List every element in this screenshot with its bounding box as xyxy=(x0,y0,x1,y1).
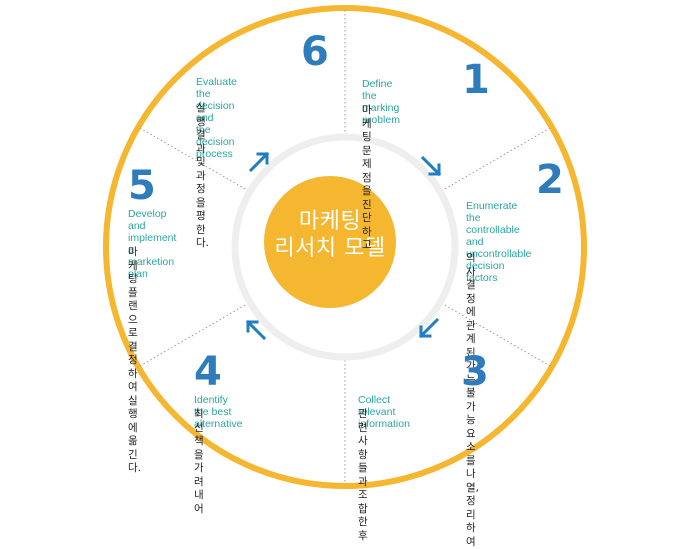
step-2-number: 2 xyxy=(536,157,564,203)
step-4-number: 4 xyxy=(194,349,222,395)
step-6-korean: 실행 결과 및 과정을 평한다. xyxy=(196,102,209,249)
center-title: 마케팅 리서치 모델 xyxy=(274,209,386,261)
step-1-number: 1 xyxy=(462,57,490,103)
cycle-diagram xyxy=(103,5,587,489)
step-4-english: Identify the best alternative xyxy=(194,394,243,430)
step-1-english: Define the marking problem xyxy=(362,78,400,126)
step-5-number: 5 xyxy=(128,163,156,209)
cycle-arrows xyxy=(245,151,442,341)
arrow-icon-2-to-3 xyxy=(418,317,440,339)
step-5-korean: 마케팅 플랜으로 결정하여 실행에 옮긴다. xyxy=(128,246,141,474)
step-3-korean: 관련 사항들과 조합한 후 xyxy=(358,408,368,542)
step-1-korean: 마케팅 문제점을 진단하고 xyxy=(362,104,372,251)
step-6-number: 6 xyxy=(301,29,329,75)
step-2-english: Enumerate the controllable and uncontrol… xyxy=(466,200,532,284)
center-circle xyxy=(264,176,396,308)
step-5-english: Develop and implement a marketion plan xyxy=(128,208,177,280)
spokes xyxy=(139,10,551,484)
step-2-korean: 의사결정에 관계된 가능, 불가능 요소를 나열, 정리하여 xyxy=(466,252,479,548)
arrow-icon-3-to-4 xyxy=(245,319,267,341)
arrow-icon-5-to-6 xyxy=(248,151,270,173)
step-3-number: 3 xyxy=(461,349,489,395)
step-3-english: Collect relevant information xyxy=(358,394,410,430)
arrow-icon-6-to-1 xyxy=(420,155,442,177)
step-6-english: Evaluate the decision and the decision p… xyxy=(196,76,237,160)
step-4-korean: 최선책을 가려내어 xyxy=(194,408,204,515)
